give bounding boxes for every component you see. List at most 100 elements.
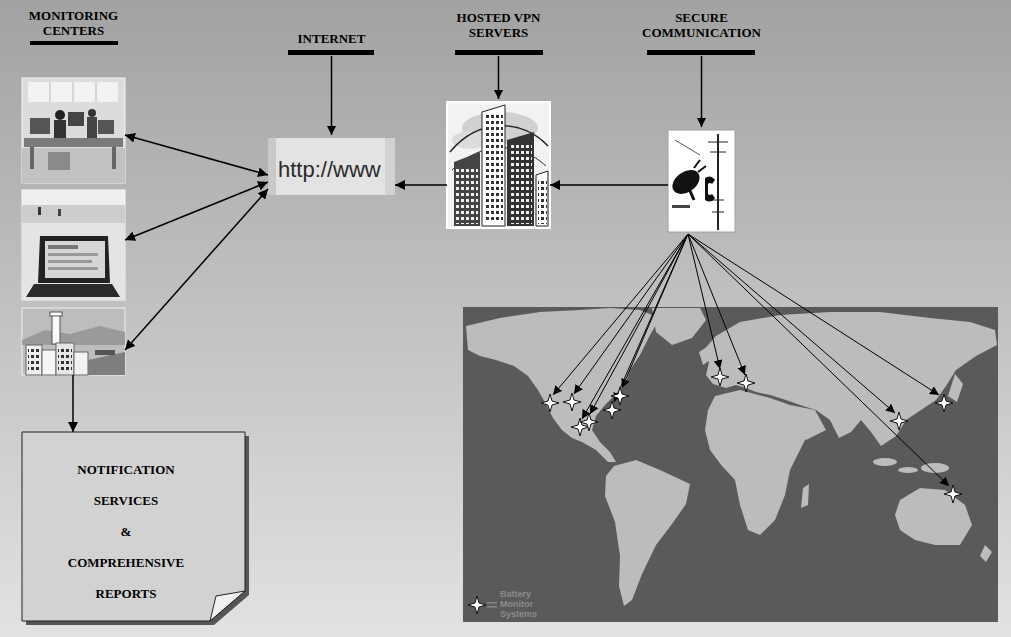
office-photo-part bbox=[88, 109, 96, 117]
beach-laptop-photo-part bbox=[38, 207, 41, 215]
document-text: NOTIFICATION SERVICES & COMPREHENSIVE RE… bbox=[22, 432, 245, 621]
battery-monitor-stars-part bbox=[541, 394, 559, 412]
city-photo-part bbox=[50, 312, 62, 316]
monitor-links-part bbox=[574, 234, 688, 394]
vpn-servers-picture-part bbox=[538, 178, 547, 224]
monitor-links-part bbox=[582, 234, 688, 419]
secure-communication-picture-part bbox=[708, 142, 728, 143]
battery-monitor-stars-part bbox=[563, 393, 581, 411]
continents-part bbox=[873, 458, 897, 466]
office-photo-part bbox=[28, 82, 118, 102]
office-photo-part bbox=[24, 138, 123, 147]
beach-laptop-photo-part bbox=[22, 205, 125, 223]
panel-heading: MONITORING CENTERS bbox=[14, 8, 134, 38]
continents-part bbox=[980, 545, 992, 562]
continents-part bbox=[948, 374, 963, 402]
city-photo-part bbox=[22, 326, 125, 345]
city-photo-part bbox=[56, 343, 74, 375]
battery-monitor-stars-part bbox=[737, 374, 755, 392]
beach-laptop-photo-part bbox=[48, 260, 92, 263]
heading-arrows-part bbox=[498, 56, 500, 99]
city-photo-part bbox=[26, 345, 42, 375]
connector-arrow bbox=[125, 182, 268, 240]
panel-heading: INTERNET bbox=[272, 31, 392, 46]
connectors bbox=[73, 135, 668, 432]
monitoring-centers: MONITORING CENTERS bbox=[22, 78, 125, 375]
city-photo-part bbox=[22, 308, 125, 375]
beach-laptop-photo-part bbox=[48, 267, 98, 270]
city-photo-part bbox=[58, 346, 72, 372]
beach-laptop-photo-part bbox=[22, 223, 125, 300]
monitor-links-part bbox=[688, 234, 895, 413]
secure-communication-picture-part bbox=[694, 160, 700, 168]
url-text: http://www bbox=[278, 157, 381, 183]
legend-sample bbox=[466, 589, 500, 619]
connector-arrow bbox=[72, 375, 74, 432]
battery-monitor-stars-part bbox=[935, 394, 953, 412]
city-photo-part bbox=[88, 352, 125, 375]
monitor-links-part bbox=[622, 234, 688, 388]
office-photo-part bbox=[87, 117, 97, 139]
city-photo-part bbox=[95, 350, 115, 355]
continents-part bbox=[605, 460, 690, 606]
beach-laptop-photo-part bbox=[45, 241, 105, 278]
office-photo-part bbox=[73, 82, 74, 102]
continents-part bbox=[699, 347, 710, 365]
secure-communication-picture-part bbox=[712, 200, 724, 201]
secure-communication-picture-part bbox=[668, 130, 735, 232]
city-photo bbox=[22, 308, 125, 375]
beach-laptop-photo-part bbox=[58, 209, 61, 216]
office-photo-part bbox=[30, 118, 50, 134]
vpn-servers-picture-part bbox=[447, 102, 550, 228]
secure-communication-picture-part bbox=[712, 212, 724, 213]
city-photo-part bbox=[52, 314, 60, 344]
heading-bars bbox=[30, 41, 755, 55]
office-photo-part bbox=[68, 112, 84, 126]
notification-document: NOTIFICATION SERVICES & COMPREHENSIVE RE… bbox=[22, 432, 245, 621]
continents-part bbox=[898, 467, 918, 473]
continents-part bbox=[466, 308, 660, 462]
vpn-servers-picture-part bbox=[507, 132, 534, 226]
monitor-links-part bbox=[688, 234, 939, 395]
vpn-servers-picture-part bbox=[454, 152, 480, 226]
panel-heading: HOSTED VPN SERVERS bbox=[444, 10, 554, 40]
connector-arrow bbox=[550, 184, 668, 186]
continents bbox=[466, 308, 997, 606]
beach-laptop-photo-part bbox=[48, 253, 98, 256]
monitor-links bbox=[553, 234, 949, 486]
legend-item: Battery Monitor Systems bbox=[466, 589, 548, 621]
secure-communication-picture-part bbox=[672, 205, 690, 208]
internet-picture bbox=[268, 138, 395, 195]
office-photo-part bbox=[50, 82, 51, 102]
monitor-links-part bbox=[614, 234, 688, 402]
secure-communication-picture-part bbox=[698, 166, 706, 172]
heading-bars-part bbox=[455, 50, 543, 55]
office-photo bbox=[22, 78, 125, 183]
office-photo-part bbox=[48, 152, 70, 170]
monitor-links-part bbox=[553, 234, 688, 395]
office-photo-part bbox=[22, 148, 125, 183]
office-photo-part bbox=[96, 82, 97, 102]
city-photo-part bbox=[74, 352, 88, 375]
beach-laptop-photo-part bbox=[48, 245, 78, 249]
internet-picture-part bbox=[268, 138, 276, 195]
world-map bbox=[463, 234, 998, 622]
document-outline bbox=[22, 432, 245, 621]
battery-monitor-stars bbox=[541, 368, 962, 503]
vpn-servers-picture-part bbox=[485, 115, 503, 223]
office-photo-part bbox=[30, 147, 34, 169]
battery-monitor-stars-part bbox=[611, 387, 629, 405]
vpn-servers-picture-part bbox=[482, 105, 505, 226]
internet-panel: INTERNEThttp://www bbox=[268, 138, 395, 195]
office-photo-part bbox=[55, 110, 65, 120]
battery-monitor-stars-part bbox=[944, 485, 962, 503]
monitor-links-part bbox=[688, 234, 949, 486]
vpn-servers-picture bbox=[447, 102, 550, 228]
battery-monitor-stars-part bbox=[580, 413, 598, 431]
city-photo-part bbox=[28, 348, 40, 372]
vpn-servers-picture-part bbox=[456, 166, 478, 224]
legend-equals bbox=[487, 602, 497, 604]
connector-arrow bbox=[125, 135, 268, 175]
